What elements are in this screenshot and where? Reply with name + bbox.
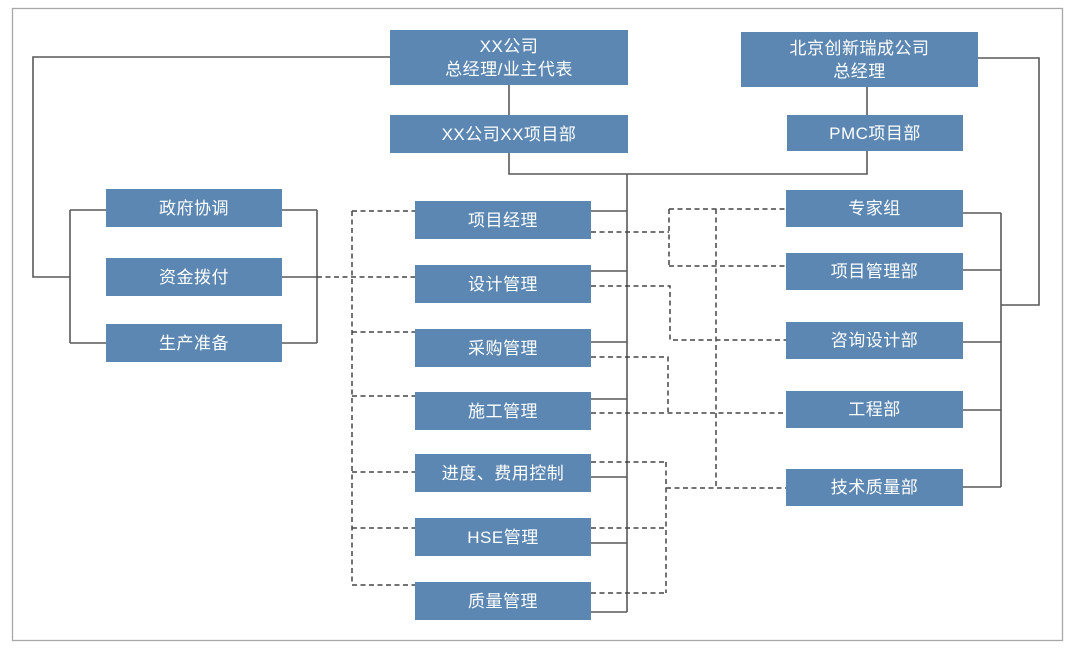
node-owner-general-manager: XX公司 总经理/业主代表 bbox=[390, 30, 628, 85]
node-hse-management: HSE管理 bbox=[415, 518, 591, 556]
solid-connectors bbox=[32, 56, 1040, 613]
node-project-management-dept: 项目管理部 bbox=[786, 253, 963, 290]
node-label-line1: XX公司 bbox=[479, 36, 539, 56]
node-label-line1: 北京创新瑞成公司 bbox=[789, 38, 930, 58]
node-fund-allocation: 资金拨付 bbox=[106, 258, 282, 296]
node-pmc-general-manager: 北京创新瑞成公司 总经理 bbox=[741, 32, 978, 87]
node-project-manager: 项目经理 bbox=[415, 201, 591, 239]
diagram-border bbox=[11, 7, 1064, 642]
node-pmc-project-dept: PMC项目部 bbox=[787, 115, 963, 151]
node-quality-management: 质量管理 bbox=[415, 582, 591, 620]
node-government-coordination: 政府协调 bbox=[106, 189, 282, 227]
node-production-preparation: 生产准备 bbox=[106, 324, 282, 362]
node-engineering-dept: 工程部 bbox=[786, 391, 963, 428]
node-construction-management: 施工管理 bbox=[415, 392, 591, 430]
node-consulting-design-dept: 咨询设计部 bbox=[786, 322, 963, 359]
node-label-line2: 总经理/业主代表 bbox=[445, 59, 573, 79]
node-label-line2: 总经理 bbox=[833, 61, 886, 81]
node-schedule-cost-control: 进度、费用控制 bbox=[415, 454, 591, 492]
dashed-connectors bbox=[317, 208, 786, 594]
node-design-management: 设计管理 bbox=[415, 265, 591, 303]
node-expert-group: 专家组 bbox=[786, 190, 963, 227]
node-procurement-management: 采购管理 bbox=[415, 329, 591, 367]
node-technical-quality-dept: 技术质量部 bbox=[786, 469, 963, 506]
node-owner-project-dept: XX公司XX项目部 bbox=[390, 115, 628, 153]
